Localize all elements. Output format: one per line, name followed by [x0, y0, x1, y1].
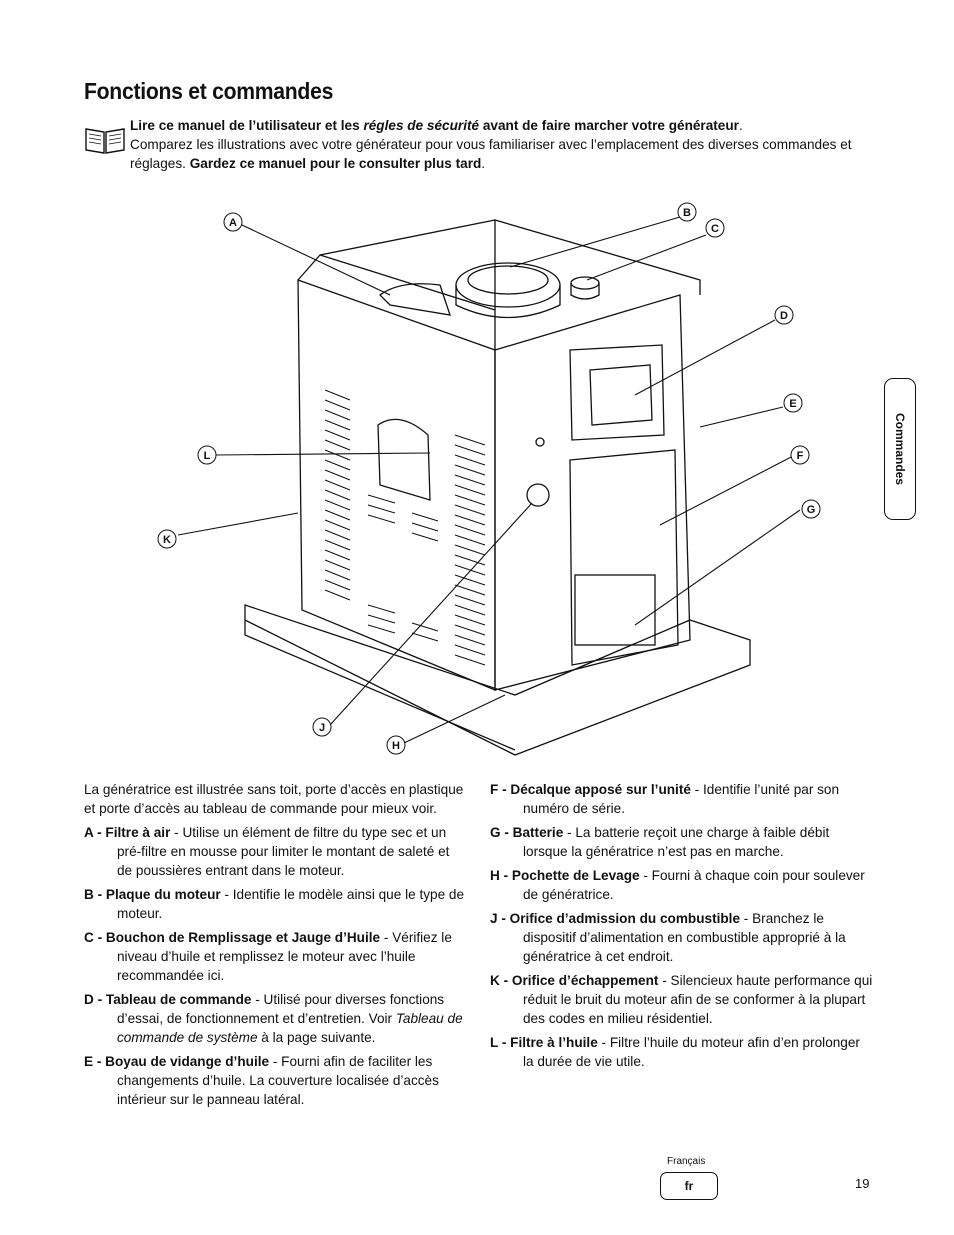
svg-text:G: G: [807, 504, 816, 516]
intro-text: Lire ce manuel de l’utilisateur et les r…: [130, 118, 852, 171]
list-item-g: G - Batterie - La batterie reçoit une ch…: [490, 825, 830, 859]
callout-j: J: [312, 717, 332, 737]
svg-text:A: A: [229, 217, 237, 229]
callout-g: G: [801, 499, 821, 519]
list-item-a: A - Filtre à air - Utilise un élément de…: [84, 825, 450, 878]
svg-text:E: E: [789, 398, 796, 410]
callout-l: L: [197, 445, 217, 465]
page-number: 19: [855, 1176, 870, 1191]
svg-text:B: B: [683, 207, 691, 219]
svg-text:H: H: [392, 740, 400, 752]
svg-text:K: K: [163, 534, 171, 546]
callout-c: C: [705, 218, 725, 238]
list-item-h: H - Pochette de Levage - Fourni à chaque…: [490, 868, 865, 902]
svg-text:F: F: [797, 450, 804, 462]
list-item-e: E - Boyau de vidange d’huile - Fourni af…: [84, 1054, 439, 1107]
svg-text:D: D: [780, 310, 788, 322]
left-column: La génératrice est illustrée sans toit, …: [84, 780, 468, 1114]
callout-e: E: [783, 393, 803, 413]
list-item-k: K - Orifice d’échappement - Silencieux h…: [490, 973, 873, 1026]
language-label: Français: [667, 1156, 706, 1167]
svg-text:L: L: [204, 450, 211, 462]
svg-text:J: J: [319, 722, 325, 734]
list-item-j: J - Orifice d’admission du combustible -…: [490, 911, 846, 964]
lead-paragraph: La génératrice est illustrée sans toit, …: [84, 782, 464, 816]
list-item-l: L - Filtre à l’huile - Filtre l’huile du…: [490, 1035, 860, 1069]
list-item-c: C - Bouchon de Remplissage et Jauge d’Hu…: [84, 930, 452, 983]
side-tab-commandes: Commandes: [884, 378, 916, 520]
book-icon: [85, 128, 125, 154]
callout-d: D: [774, 305, 794, 325]
callout-k: K: [157, 529, 177, 549]
list-item-b: B - Plaque du moteur - Identifie le modè…: [84, 887, 465, 921]
list-item-d: D - Tableau de commande - Utilisé pour d…: [84, 992, 463, 1045]
svg-text:C: C: [711, 223, 719, 235]
language-badge: fr: [660, 1172, 718, 1200]
callout-f: F: [790, 445, 810, 465]
callout-a: A: [223, 212, 243, 232]
generator-illustration: A B C D E F G H J K L: [157, 202, 821, 756]
list-item-f: F - Décalque apposé sur l’unité - Identi…: [490, 782, 840, 816]
callout-h: H: [386, 735, 406, 755]
callout-b: B: [677, 202, 697, 222]
page-title: Fonctions et commandes: [84, 78, 334, 104]
right-column: F - Décalque apposé sur l’unité - Identi…: [490, 780, 874, 1076]
